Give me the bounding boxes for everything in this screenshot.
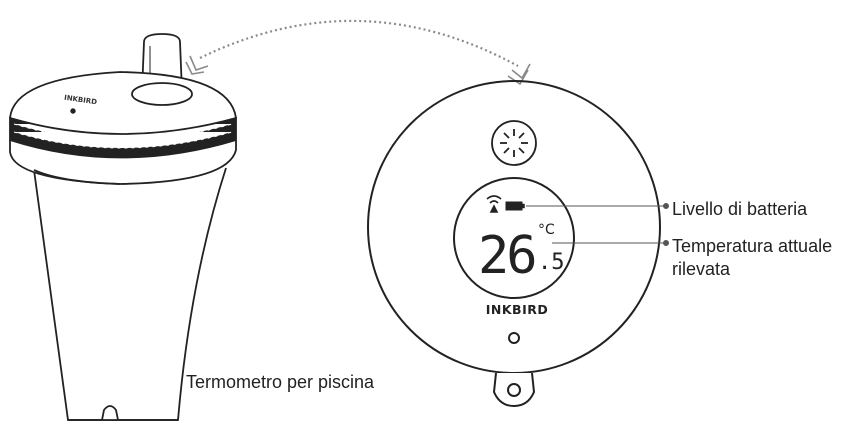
label-current-temperature: Temperatura attuale [672, 236, 833, 256]
receiver-brand-logo: INKBIRD [485, 302, 549, 317]
sun-sensor-icon [491, 120, 537, 166]
label-battery-level: Livello di batteria [672, 199, 808, 219]
temperature-reading: 26 [478, 226, 538, 286]
float-cap [9, 71, 237, 135]
receiver-button [508, 332, 520, 344]
float-thermometer [9, 33, 237, 421]
lcd-display [453, 177, 575, 299]
arrowhead-left [185, 55, 209, 75]
hanging-tab [492, 372, 536, 408]
wireless-link-arrow-icon [199, 19, 519, 67]
battery-icon [505, 201, 525, 211]
temperature-unit: °C [538, 222, 555, 238]
receiver [367, 80, 661, 408]
temperature-decimal: .5 [538, 250, 565, 275]
label-float-thermometer: Termometro per piscina [186, 372, 375, 392]
wifi-signal-icon [486, 195, 502, 213]
arrowhead-right [507, 63, 531, 86]
callout-lines [526, 203, 669, 246]
label-current-temperature-line2: rilevata [672, 259, 731, 279]
